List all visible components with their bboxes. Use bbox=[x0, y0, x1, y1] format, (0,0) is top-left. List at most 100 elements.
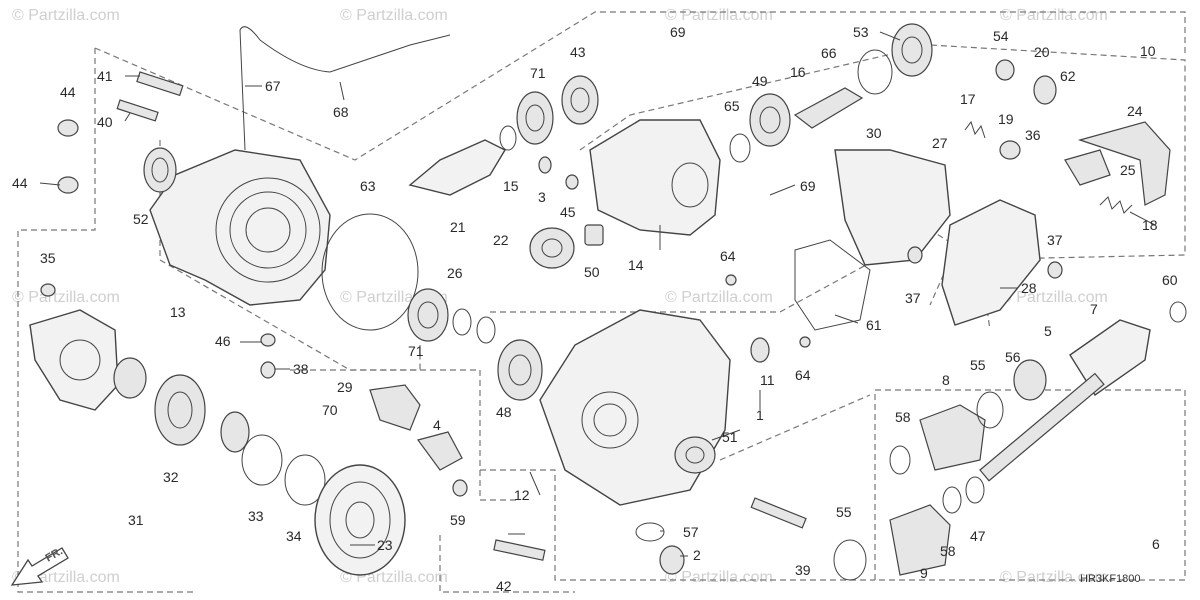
oil-seal bbox=[891, 23, 933, 77]
callout-label: 65 bbox=[724, 98, 740, 114]
callout-label: 8 bbox=[942, 372, 950, 388]
callout-label: 38 bbox=[293, 361, 309, 377]
parts-layer bbox=[29, 23, 1187, 581]
callout-label: 39 bbox=[795, 562, 811, 578]
callout-label: 1 bbox=[756, 407, 764, 423]
gear-shift-cover bbox=[941, 199, 1041, 326]
oil-seal bbox=[143, 147, 177, 193]
o-ring bbox=[321, 213, 419, 331]
flange-bolt bbox=[750, 497, 807, 529]
callout-label: 66 bbox=[821, 45, 837, 61]
callout-label: 9 bbox=[920, 565, 928, 581]
callout-label: 44 bbox=[12, 175, 28, 191]
front-direction-indicator: FR. bbox=[10, 545, 69, 586]
callout-label: 63 bbox=[360, 178, 376, 194]
callout-label: 43 bbox=[570, 44, 586, 60]
callout-label: 35 bbox=[40, 250, 56, 266]
callout-label: 55 bbox=[836, 504, 852, 520]
callout-label: 29 bbox=[337, 379, 353, 395]
callout-label: 69 bbox=[670, 24, 686, 40]
callout-label: 11 bbox=[760, 372, 775, 388]
watermark: © Partzilla.com bbox=[340, 7, 448, 24]
callout-label: 45 bbox=[560, 204, 576, 220]
shift-fork bbox=[1064, 149, 1111, 186]
callout-label: 24 bbox=[1127, 103, 1143, 119]
drive-shaft bbox=[979, 372, 1105, 482]
gasket bbox=[794, 239, 871, 331]
callout-label: 23 bbox=[377, 537, 393, 553]
callout-label: 64 bbox=[720, 248, 736, 264]
callout-label: 4 bbox=[433, 417, 441, 433]
output-shaft bbox=[793, 87, 864, 129]
callout-label: 60 bbox=[1162, 272, 1178, 288]
callout-label: 48 bbox=[496, 404, 512, 420]
callout-label: 5 bbox=[1044, 323, 1052, 339]
sensor bbox=[416, 431, 463, 471]
callout-label: 71 bbox=[530, 65, 546, 81]
callout-label: 64 bbox=[795, 367, 811, 383]
callout-label: 53 bbox=[853, 24, 869, 40]
callout-label: 2 bbox=[693, 547, 701, 563]
callout-label: 22 bbox=[493, 232, 509, 248]
callout-label: 58 bbox=[895, 409, 911, 425]
callout-label: 37 bbox=[905, 290, 921, 306]
flange-bolt bbox=[116, 99, 159, 122]
callout-label: 54 bbox=[993, 28, 1009, 44]
leader-lines bbox=[39, 31, 1156, 557]
callout-label: 12 bbox=[514, 487, 530, 503]
boot bbox=[889, 504, 951, 576]
callout-label: 67 bbox=[265, 78, 281, 94]
bracket bbox=[369, 384, 421, 431]
callout-label: 61 bbox=[866, 317, 882, 333]
shim bbox=[241, 434, 283, 486]
bearing bbox=[561, 75, 599, 125]
bearing-holder bbox=[529, 227, 575, 269]
boot bbox=[919, 404, 986, 471]
callout-label: 36 bbox=[1025, 127, 1041, 143]
callout-label: 33 bbox=[248, 508, 264, 524]
callout-label: 41 bbox=[97, 68, 113, 84]
callout-label: 49 bbox=[752, 73, 768, 89]
callout-labels: 1 2 3 4 5 6 7 8 9 10 11 12 13 14 15 16 1… bbox=[12, 24, 1178, 594]
callout-label: 20 bbox=[1034, 44, 1050, 60]
front-case-cover bbox=[149, 149, 331, 306]
callout-label: 69 bbox=[800, 178, 816, 194]
shim bbox=[284, 454, 326, 506]
callout-label: 30 bbox=[866, 125, 882, 141]
watermark: © Partzilla.com bbox=[1000, 569, 1108, 586]
flange-bolt bbox=[136, 71, 184, 97]
callout-label: 51 bbox=[722, 429, 738, 445]
callout-label: 7 bbox=[1090, 301, 1098, 317]
callout-label: 56 bbox=[1005, 349, 1021, 365]
direction-arrow-icon bbox=[10, 547, 69, 586]
callout-label: 31 bbox=[128, 512, 144, 528]
watermark: © Partzilla.com bbox=[12, 289, 120, 306]
watermark: © Partzilla.com bbox=[1000, 289, 1108, 306]
callout-label: 68 bbox=[333, 104, 349, 120]
oil-seal bbox=[674, 436, 716, 474]
callout-label: 40 bbox=[97, 114, 113, 130]
callout-label: 50 bbox=[584, 264, 600, 280]
bearing bbox=[497, 339, 543, 401]
breather-hose bbox=[239, 26, 451, 151]
callout-label: 14 bbox=[628, 257, 644, 273]
callout-label: 3 bbox=[538, 189, 546, 205]
shift-plate bbox=[834, 149, 951, 266]
ring-gear bbox=[314, 464, 406, 576]
watermark: © Partzilla.com bbox=[1000, 7, 1108, 24]
callout-label: 55 bbox=[970, 357, 986, 373]
callout-label: 47 bbox=[970, 528, 986, 544]
washer bbox=[57, 176, 79, 194]
watermark: © Partzilla.com bbox=[665, 569, 773, 586]
callout-label: 19 bbox=[998, 111, 1014, 127]
callout-label: 27 bbox=[932, 135, 948, 151]
pinion-gear bbox=[408, 139, 506, 196]
callout-label: 59 bbox=[450, 512, 466, 528]
callout-label: 18 bbox=[1142, 217, 1158, 233]
washer bbox=[57, 119, 79, 137]
bearing bbox=[516, 91, 554, 145]
callout-label: 10 bbox=[1140, 43, 1156, 59]
callout-label: 28 bbox=[1021, 280, 1037, 296]
